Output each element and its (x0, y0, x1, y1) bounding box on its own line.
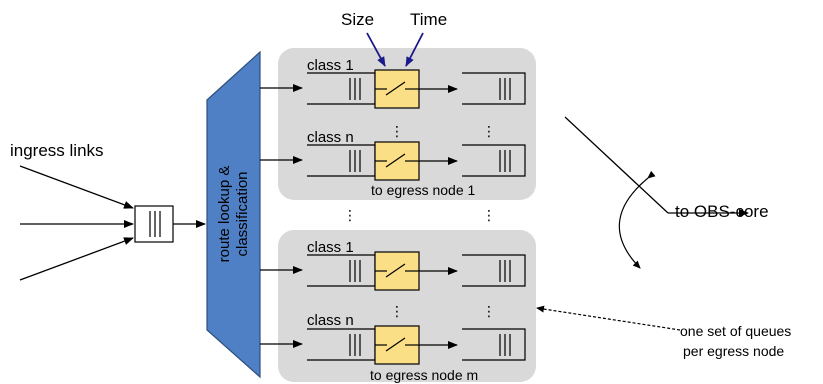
groupm-classn-row (260, 325, 526, 365)
egress-group-1-background (278, 48, 536, 200)
queue-set-note-line1: one set of queues (680, 323, 791, 339)
ingress-links-label: ingress links (10, 141, 104, 160)
groupm-classn-label: class n (307, 312, 354, 329)
groupm-class1-label: class 1 (307, 239, 354, 256)
time-label: Time (410, 10, 447, 29)
obs-core-output (564, 116, 749, 269)
group1-class1-label: class 1 (307, 57, 354, 74)
group1-vdots-switch: ⋮ (390, 123, 404, 139)
group1-class1-row (260, 69, 526, 109)
size-arrow (366, 32, 386, 67)
ingress-links (19, 165, 134, 281)
groupm-vdots-switch: ⋮ (390, 303, 404, 319)
groupm-vdots-egress: ⋮ (482, 303, 496, 319)
between-groups-vdots-right: ⋮ (482, 207, 496, 223)
queue-set-note-line2: per egress node (683, 343, 784, 359)
route-lookup-label-line2: classification (234, 171, 251, 256)
group1-classn-label: class n (307, 129, 354, 146)
time-arrow (405, 32, 424, 67)
route-lookup-label-line1: route lookup & (216, 166, 233, 263)
group1-classn-row (260, 141, 526, 181)
group1-vdots-egress: ⋮ (482, 123, 496, 139)
egress-group-m-background (278, 230, 536, 382)
ingress-buffer (134, 205, 174, 243)
groupm-class1-row (260, 251, 526, 291)
obs-core-label: to OBS-core (675, 202, 769, 221)
groupm-egress-label: to egress node m (370, 367, 478, 383)
route-lookup-block (206, 50, 261, 379)
between-groups-vdots-left: ⋮ (343, 207, 357, 223)
queue-set-pointer (536, 305, 681, 331)
size-label: Size (341, 10, 374, 29)
group1-egress-label: to egress node 1 (371, 182, 476, 198)
